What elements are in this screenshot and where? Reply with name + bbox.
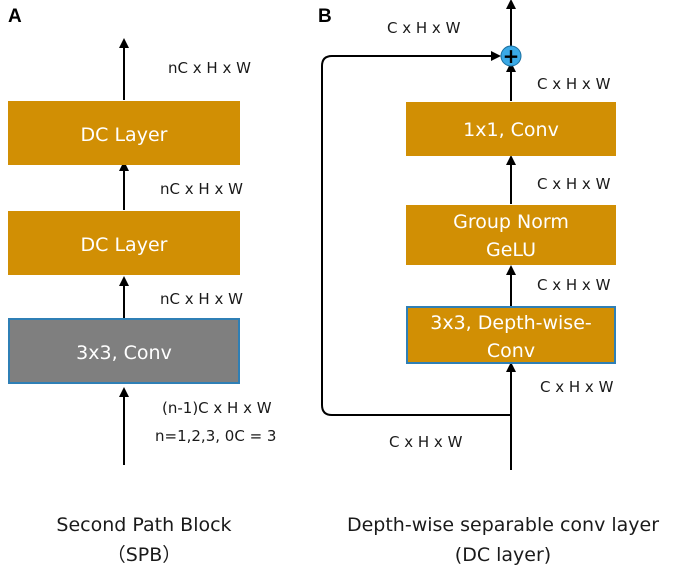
dc-layer-block-top bbox=[8, 101, 240, 165]
caption-b-line1: Depth-wise separable conv layer bbox=[347, 514, 659, 536]
dc-layer-top-label: DC Layer bbox=[81, 124, 168, 146]
conv1x1-block bbox=[406, 102, 616, 156]
dim-a-in: (n-1)C x H x W bbox=[162, 399, 272, 417]
depthwise-conv-label-line1: 3x3, Depth-wise- bbox=[430, 312, 592, 334]
dim-a-mid1: nC x H x W bbox=[160, 180, 243, 198]
conv1x1-label: 1x1, Conv bbox=[463, 119, 559, 141]
group-norm-label: Group Norm bbox=[453, 211, 569, 233]
panel-b-label: B bbox=[318, 6, 332, 27]
dc-layer-block-bottom bbox=[8, 211, 240, 275]
depthwise-conv-label-line2: Conv bbox=[487, 340, 535, 362]
dc-layer-bottom-label: DC Layer bbox=[81, 234, 168, 256]
panel-a-label: A bbox=[8, 6, 22, 27]
conv3x3-label: 3x3, Conv bbox=[76, 342, 172, 364]
dim-b-after-conv: C x H x W bbox=[537, 75, 611, 93]
caption-a-line1: Second Path Block bbox=[56, 514, 231, 536]
dim-b-out: C x H x W bbox=[387, 19, 461, 37]
dim-b-in-dw: C x H x W bbox=[540, 378, 614, 396]
dim-a-note: n=1,2,3, 0C = 3 bbox=[155, 427, 276, 445]
dim-b-after-norm: C x H x W bbox=[537, 175, 611, 193]
gelu-label: GeLU bbox=[486, 239, 536, 261]
dim-a-out: nC x H x W bbox=[168, 59, 251, 77]
dim-a-mid2: nC x H x W bbox=[160, 290, 243, 308]
caption-b-line2: (DC layer) bbox=[455, 544, 551, 566]
dim-b-after-dw: C x H x W bbox=[537, 276, 611, 294]
skip-connection-line bbox=[321, 51, 511, 416]
plus-symbol: + bbox=[503, 44, 520, 68]
depthwise-conv-block bbox=[406, 306, 616, 364]
group-norm-block bbox=[406, 205, 616, 265]
caption-a-line2: （SPB） bbox=[107, 544, 182, 566]
conv3x3-block bbox=[8, 318, 240, 384]
dim-b-in: C x H x W bbox=[389, 433, 463, 451]
add-node-icon bbox=[500, 45, 522, 67]
